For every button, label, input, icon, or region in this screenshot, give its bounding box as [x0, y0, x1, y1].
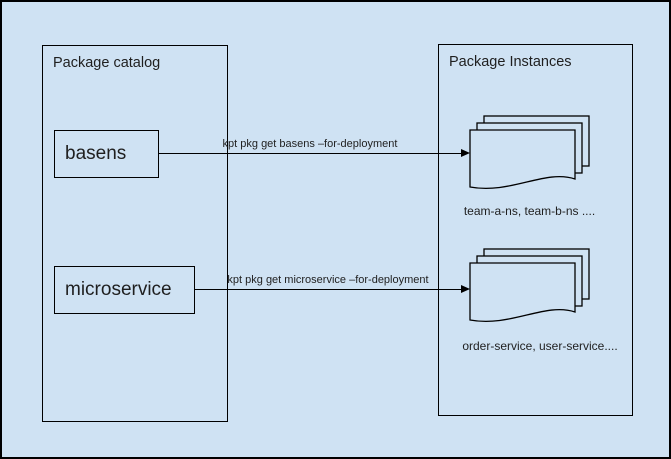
arrow-basens-to-instances: kpt pkg get basens –for-deployment — [159, 138, 470, 158]
arrow-line — [159, 153, 461, 155]
package-node-microservice-label: microservice — [65, 279, 172, 300]
package-catalog-title: Package catalog — [53, 55, 161, 71]
package-catalog-box: Package catalog — [42, 45, 228, 422]
arrowhead-icon — [461, 285, 470, 294]
arrow-microservice-to-instances: kpt pkg get microservice –for-deployment — [195, 274, 470, 294]
arrow-microservice-command-label: kpt pkg get microservice –for-deployment — [227, 274, 429, 286]
document-stack-icon — [469, 115, 590, 189]
arrow-line — [195, 289, 461, 291]
arrowhead-icon — [461, 149, 470, 158]
package-instances-box: Package Instances — [438, 44, 633, 416]
package-node-basens-label: basens — [65, 143, 127, 164]
arrow-basens-command-label: kpt pkg get basens –for-deployment — [222, 138, 398, 150]
package-node-microservice: microservice — [54, 266, 195, 314]
instances-caption-services: order-service, user-service.... — [462, 339, 618, 353]
package-instances-title: Package Instances — [449, 54, 572, 70]
package-node-basens: basens — [54, 130, 159, 178]
document-stack-icon — [469, 248, 590, 322]
instances-caption-team-ns: team-a-ns, team-b-ns .... — [463, 204, 596, 218]
